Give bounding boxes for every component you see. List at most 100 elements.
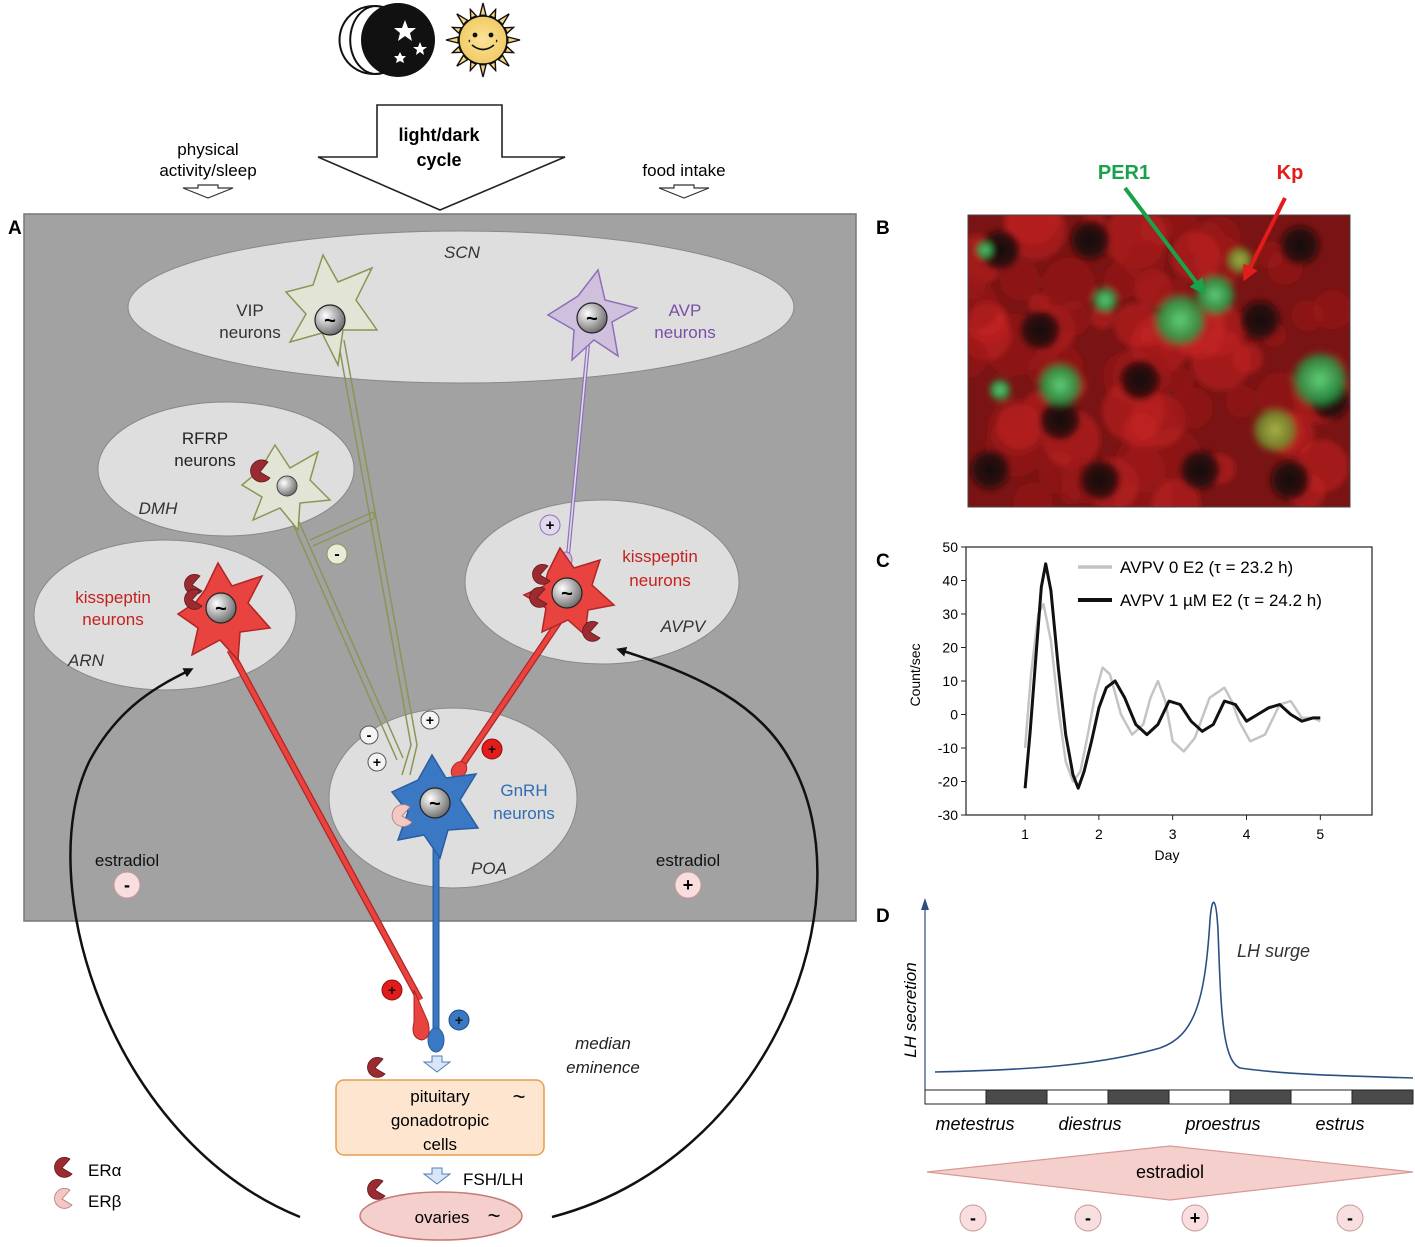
- lh-y-axis-label: LH secretion: [901, 962, 920, 1057]
- fsh-lh-arrow: [422, 1167, 452, 1185]
- chart-legend-label: AVPV 1 µM E2 (τ = 24.2 h): [1120, 591, 1322, 610]
- estradiol-minus-badge: -: [113, 871, 141, 899]
- pituitary-oscillator-icon: ~: [513, 1084, 526, 1109]
- light-dark-label-2: cycle: [416, 150, 461, 170]
- arn-label: ARN: [67, 651, 105, 670]
- gnrh-oscillator-icon: ~: [429, 793, 441, 815]
- dmh-label: DMH: [139, 499, 178, 518]
- svg-text:+: +: [546, 517, 555, 534]
- pituitary-label-1: pituitary: [410, 1087, 470, 1106]
- phase-diestrus: diestrus: [1058, 1114, 1121, 1134]
- er-alpha-receptors: [184, 459, 601, 1200]
- svg-text:-: -: [970, 1208, 976, 1228]
- chart-x-tick-label: 3: [1169, 826, 1177, 842]
- estradiol-sign-diestrus: -: [1074, 1204, 1102, 1232]
- chart-x-tick-label: 5: [1316, 826, 1324, 842]
- svg-text:+: +: [683, 875, 694, 895]
- svg-text:-: -: [367, 727, 372, 744]
- pituitary-label-3: cells: [423, 1135, 457, 1154]
- chart-x-axis-label: Day: [1155, 847, 1180, 863]
- er-alpha-legend-label: ERα: [88, 1161, 122, 1180]
- lh-secretion-curve: [934, 901, 1414, 1079]
- avp-label-2: neurons: [654, 323, 715, 342]
- er-alpha-legend-icon: [54, 1156, 73, 1178]
- lh-y-axis-arrowhead: [921, 898, 929, 910]
- estradiol-plus-badge: +: [674, 871, 702, 899]
- chart-y-tick-label: -10: [938, 740, 958, 756]
- vip-label-1: VIP: [236, 301, 263, 320]
- kp-label: Kp: [1277, 162, 1304, 184]
- median-label-2: eminence: [566, 1058, 640, 1077]
- gnrh-plus-badge: +: [448, 1009, 470, 1031]
- avp-label-1: AVP: [669, 301, 702, 320]
- gnrh-label-2: neurons: [493, 804, 554, 823]
- gnrh-label-1: GnRH: [500, 781, 547, 800]
- physical-label-1: physical: [177, 140, 238, 159]
- phase-metestrus: metestrus: [935, 1114, 1014, 1134]
- per1-label: PER1: [1098, 162, 1150, 184]
- per1-arrow: [1123, 186, 1206, 295]
- svg-text:-: -: [1347, 1208, 1353, 1228]
- chart-series-line: [1023, 562, 1321, 790]
- er-beta-receptor-gnrh: [391, 804, 413, 827]
- estradiol-sign-estrus: -: [1336, 1204, 1364, 1232]
- er-beta-legend-icon: [54, 1187, 73, 1209]
- avp-plus-badge: +: [539, 514, 561, 536]
- sign-badges-panel-a: - + - + + + + +: [326, 514, 561, 1031]
- svg-text:+: +: [488, 741, 496, 757]
- avp-nucleus: ~: [576, 302, 608, 334]
- panel-letter-c: C: [876, 551, 890, 572]
- estradiol-diamond: [926, 1145, 1414, 1201]
- moon-icon: [338, 3, 435, 77]
- food-intake-label: food intake: [642, 161, 725, 180]
- cycle-bar-segment: [1229, 1089, 1292, 1105]
- phase-estrus: estrus: [1315, 1114, 1364, 1134]
- avpv-kisspeptin-label-2: neurons: [629, 571, 690, 590]
- chart-y-tick-label: 30: [942, 606, 958, 622]
- arn-kisspeptin-axon: [226, 648, 430, 1041]
- cycle-bar-segment: [1351, 1089, 1414, 1105]
- scn-label: SCN: [444, 243, 481, 262]
- physical-label-2: activity/sleep: [159, 161, 256, 180]
- lh-surge-label: LH surge: [1237, 941, 1310, 961]
- ovaries-node: ovaries ~: [359, 1191, 523, 1241]
- avpv-label: AVPV: [660, 617, 707, 636]
- cycle-bar-segment: [1290, 1089, 1353, 1105]
- chart-legend-label: AVPV 0 E2 (τ = 23.2 h): [1120, 558, 1293, 577]
- ovaries-label: ovaries: [415, 1208, 470, 1227]
- vip-nucleus: ~: [314, 304, 346, 336]
- kp-arrow: [1243, 197, 1287, 282]
- cycle-bar-segment: [985, 1089, 1048, 1105]
- arn-kisspeptin-plus-badge: +: [381, 979, 403, 1001]
- panel-letter-b: B: [876, 218, 890, 239]
- rfrp-label-1: RFRP: [182, 429, 228, 448]
- estradiol-diamond-label: estradiol: [1136, 1162, 1204, 1182]
- cycle-bar-segment: [1168, 1089, 1231, 1105]
- poa-label: POA: [471, 859, 507, 878]
- avpv-kisspeptin-axon: [450, 618, 563, 779]
- estradiol-right-label: estradiol: [656, 851, 720, 870]
- avpv-kisspeptin-nucleus: ~: [551, 577, 583, 609]
- estradiol-left-label: estradiol: [95, 851, 159, 870]
- chart-x-tick-label: 2: [1095, 826, 1103, 842]
- arn-kisspeptin-label-1: kisspeptin: [75, 588, 151, 607]
- avpv-kisspeptin-label-1: kisspeptin: [622, 547, 698, 566]
- vip-oscillator-icon: ~: [324, 310, 336, 332]
- svg-text:-: -: [124, 875, 130, 895]
- gnrh-axon: [427, 820, 445, 1053]
- svg-text:+: +: [426, 712, 434, 728]
- vip-axon: [337, 339, 418, 776]
- chart-x-tick-label: 4: [1243, 826, 1251, 842]
- physical-activity-input: physical activity/sleep: [159, 140, 257, 199]
- estrous-cycle-bar: [924, 1089, 1414, 1105]
- rfrp-axon: [289, 511, 404, 761]
- fsh-lh-label: FSH/LH: [463, 1170, 523, 1189]
- avpv-oscillator-icon: ~: [561, 583, 573, 605]
- micrograph: [967, 214, 1351, 508]
- chart-y-tick-label: 20: [942, 640, 958, 656]
- svg-text:+: +: [1190, 1208, 1201, 1228]
- svg-text:+: +: [388, 982, 396, 998]
- poa-minus-badge: -: [359, 725, 379, 745]
- chart-y-tick-label: -30: [938, 807, 958, 823]
